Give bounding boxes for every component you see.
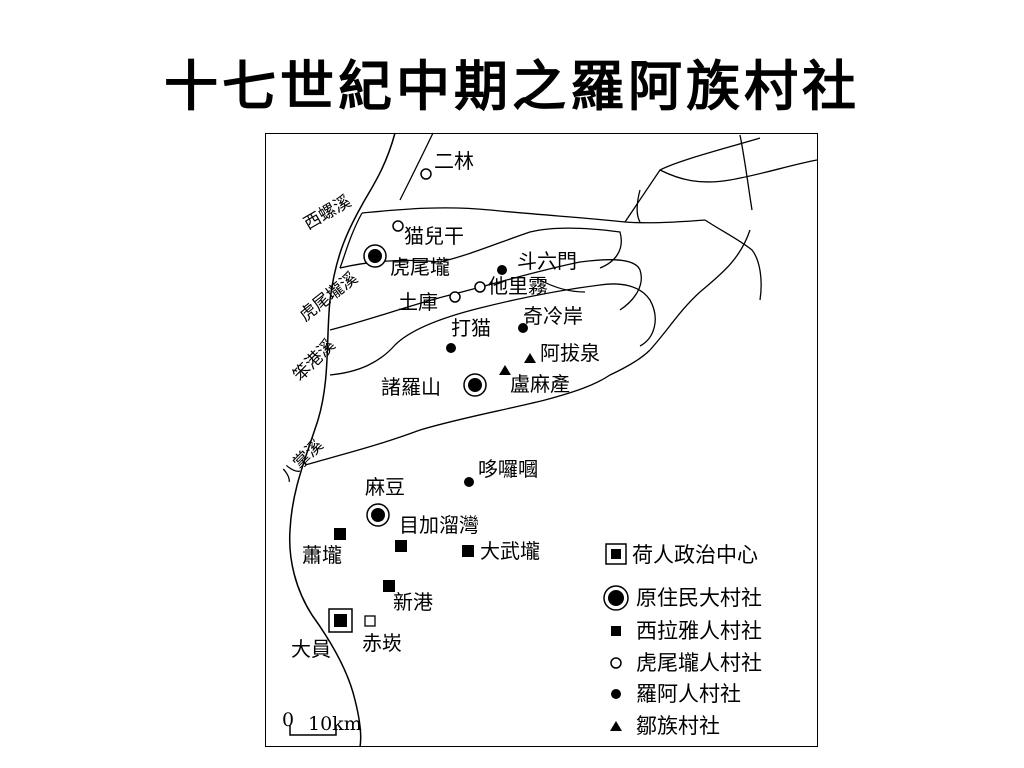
marker-huweilong	[368, 249, 382, 263]
river-bengang	[329, 258, 642, 331]
label-maoerqian: 猫兒干	[404, 224, 464, 248]
label-erlin: 二林	[434, 149, 474, 173]
marker-maoerqian	[392, 220, 404, 232]
label-dawulong: 大武壠	[480, 539, 540, 563]
coastline	[288, 132, 396, 748]
label-duoluoguo: 哆囉嘓	[478, 457, 538, 481]
label-taliwu: 他里霧	[488, 274, 548, 298]
label-huweilong: 虎尾壠	[390, 255, 450, 279]
legend-huwei-label: 虎尾壠人村社	[636, 651, 762, 675]
label-tuku: 土庫	[398, 290, 438, 314]
river-bazhang	[304, 349, 651, 466]
scale-zero: 0	[282, 709, 294, 731]
marker-abaquan	[524, 353, 536, 363]
label-dayuan: 大員	[291, 637, 331, 661]
legend-dutch-label: 荷人政治中心	[632, 543, 758, 567]
label-lumachan: 盧麻產	[510, 372, 570, 396]
label-douliumen: 斗六門	[517, 249, 577, 273]
river-bazhang-upper	[649, 229, 751, 351]
river-ne-1	[624, 137, 761, 223]
legend-zou-icon	[610, 721, 622, 731]
river-huwei	[339, 227, 622, 269]
marker-xiaolong	[334, 528, 346, 540]
river-ne-5	[739, 134, 753, 211]
label-qiqiaan: 奇冷岸	[523, 304, 583, 328]
label-xingang: 新港	[393, 590, 433, 614]
label-xiaolong: 蕭壠	[302, 543, 342, 567]
scale-bar: 0 10km	[282, 709, 362, 736]
label-mujialiuwan: 目加溜灣	[399, 513, 479, 537]
marker-qiqiaan	[518, 323, 528, 333]
marker-zhuluoshan	[468, 378, 482, 392]
legend-zou-label: 鄒族村社	[636, 714, 720, 738]
marker-tuku	[449, 291, 461, 303]
river-ne-2	[659, 159, 818, 183]
label-madou: 麻豆	[365, 475, 405, 499]
marker-chikan	[364, 615, 376, 627]
label-chikan: 赤崁	[362, 631, 402, 655]
legend: 荷人政治中心 原住民大村社 西拉雅人村社 虎尾壠人村社 羅阿人村社 鄒族村社	[603, 543, 762, 738]
river-top-left	[399, 132, 434, 201]
label-zhuluoshan: 諸羅山	[381, 375, 441, 399]
legend-siraya-icon	[611, 626, 621, 636]
river-huwei-branch	[339, 212, 363, 269]
marker-erlin	[420, 168, 432, 180]
river-bengang-2	[329, 283, 656, 376]
legend-luoa-label: 羅阿人村社	[636, 682, 741, 706]
label-abaquan: 阿拔泉	[540, 341, 600, 365]
marker-duoluoguo	[464, 477, 474, 487]
marker-madou	[371, 508, 385, 522]
legend-siraya-label: 西拉雅人村社	[636, 619, 762, 643]
river-label-bengang: 笨港溪	[289, 335, 339, 385]
legend-luoa-icon	[611, 689, 621, 699]
marker-mujialiuwan	[395, 540, 407, 552]
river-label-xiluo: 西螺溪	[301, 192, 355, 235]
marker-dawulong	[462, 545, 474, 557]
river-ne-4	[704, 219, 762, 301]
legend-huwei-icon	[610, 657, 622, 669]
marker-lumachan	[499, 365, 511, 375]
river-xiluo	[361, 207, 706, 224]
scale-distance: 10km	[308, 713, 362, 735]
marker-douliumen	[497, 265, 507, 275]
marker-damao	[446, 343, 456, 353]
marker-taliwu	[474, 281, 486, 293]
river-ne-3	[636, 189, 641, 223]
legend-native-large-label: 原住民大村社	[636, 586, 762, 610]
marker-xingang	[383, 580, 395, 592]
label-damao: 打猫	[451, 316, 491, 340]
slide-title: 十七世紀中期之羅阿族村社	[164, 54, 860, 118]
marker-dayuan	[334, 614, 347, 627]
river-small	[539, 279, 586, 293]
map-frame	[265, 133, 818, 747]
